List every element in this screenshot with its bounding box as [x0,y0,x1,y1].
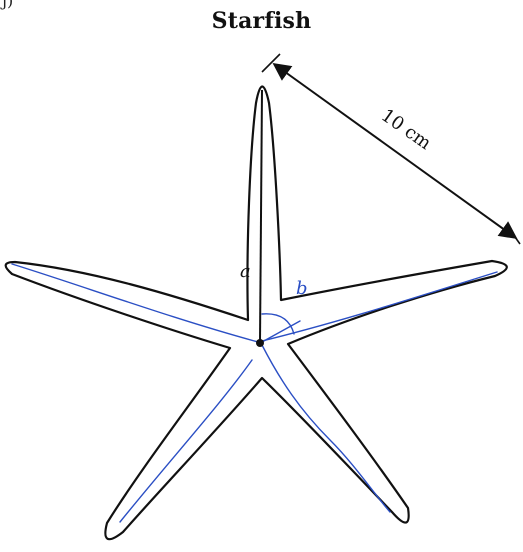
blue-line-b [261,320,301,343]
blue-line-left-arm [11,263,259,343]
label-b: b [296,278,308,299]
blue-annotations [11,263,498,523]
blue-line-bottom-left [119,359,253,523]
measurement-label: 10 cm [377,105,435,154]
corner-mark: j) [0,0,13,10]
center-point [256,339,264,347]
ext-line-top [261,53,281,73]
dimension-arrow [272,62,518,240]
figure-title: Starfish [211,8,312,34]
label-a: a [240,261,251,282]
blue-line-bottom-right [261,344,391,513]
starfish-outline [4,85,508,541]
angle-arc [261,313,295,335]
segment-a [259,89,263,343]
blue-line-right-arm [257,271,498,343]
